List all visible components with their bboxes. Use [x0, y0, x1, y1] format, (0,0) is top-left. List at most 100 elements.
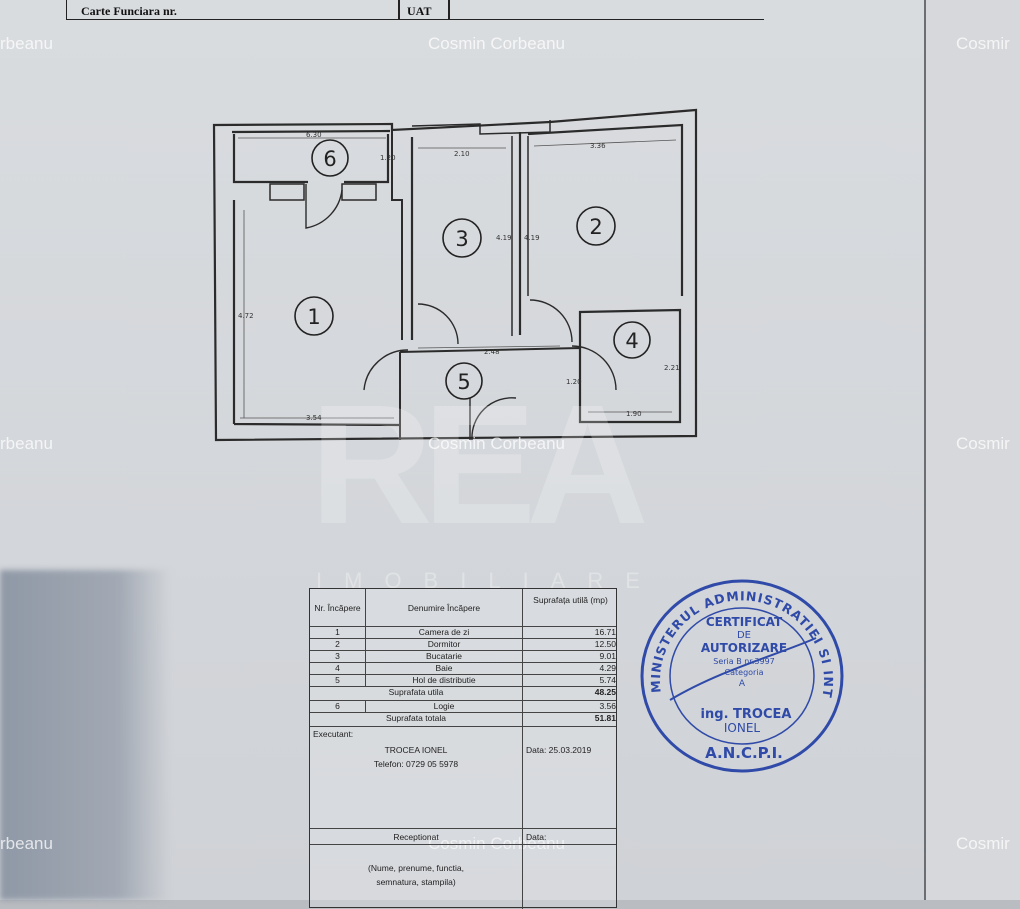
util-label: Suprafata utila: [310, 687, 523, 700]
row-area: 12.50: [594, 639, 616, 649]
room-number-3: 3: [455, 227, 468, 251]
dim-living-width: 3.54: [306, 414, 322, 422]
row-nr: 2: [310, 639, 366, 650]
table-row: 1 Camera de zi 16.71: [310, 627, 616, 639]
dim-hall-width: 2.48: [484, 348, 500, 356]
row-nr: 3: [310, 651, 366, 662]
executant-label: Executant:: [313, 729, 354, 739]
total-value: 51.81: [594, 713, 616, 723]
dim-bedroom-depth: 4.19: [524, 234, 540, 242]
dim-bath-width: 1.90: [626, 410, 642, 418]
loggia-wall: [232, 134, 390, 184]
executant-name: TROCEA IONEL: [384, 745, 448, 755]
total-label: Suprafata totala: [310, 713, 523, 726]
author-watermark-bottom-right: Cosmir: [956, 834, 1010, 853]
receptie-sign-row: (Nume, prenume, functia, semnatura, stam…: [310, 845, 616, 909]
row-name: Bucatarie: [366, 651, 523, 662]
author-watermark-mid-right: Cosmir: [956, 434, 1010, 453]
util-value: 48.25: [594, 687, 616, 697]
room-marker-3: [442, 218, 482, 258]
room-number-4: 4: [625, 329, 638, 353]
receptie-note-line1: (Nume, prenume, functia,: [368, 863, 464, 873]
author-watermark-bottom: Cosmin Corbeanu: [428, 834, 566, 853]
stamp-line7: ing. TROCEA: [701, 707, 792, 722]
author-watermark-top: Cosmin Corbeanu: [428, 34, 566, 53]
row-nr: 1: [310, 627, 366, 638]
executant-row: Executant: TROCEA IONEL Telefon: 0729 05…: [310, 727, 616, 829]
dim-bedroom-width: 3.36: [590, 142, 606, 150]
row-name: Hol de distributie: [366, 675, 523, 686]
author-watermark-top-left: rbeanu: [0, 34, 53, 53]
room-number-5: 5: [457, 370, 470, 394]
door-3: [417, 303, 459, 345]
row-area: 4.29: [599, 663, 616, 673]
shadow-area: [0, 570, 170, 900]
row-nr: 5: [310, 675, 366, 686]
table-row: 2 Dormitor 12.50: [310, 639, 616, 651]
cadastre-header-table: Carte Funciara nr. UAT: [66, 0, 766, 22]
dim-hall-depth: 1.20: [566, 378, 582, 386]
row-name: Camera de zi: [366, 627, 523, 638]
executant-phone: Telefon: 0729 05 5978: [373, 759, 459, 769]
room-marker-1: [294, 296, 334, 336]
receptie-date: Data:: [526, 832, 547, 842]
row-area: 5.74: [599, 675, 616, 685]
stamp-bottom: A.N.C.P.I.: [705, 744, 783, 762]
dim-bath-depth: 2.21: [664, 364, 680, 372]
executant-date: Data: 25.03.2019: [526, 745, 592, 755]
stamp-line2: DE: [737, 630, 751, 641]
stamp-line8: IONEL: [724, 721, 761, 735]
receptie-note: (Nume, prenume, functia, semnatura, stam…: [310, 845, 523, 909]
room-marker-2: [576, 206, 616, 246]
inner-wall-line: [231, 123, 684, 427]
dim-loggia-depth: 1.20: [380, 154, 396, 162]
author-watermark-mid: Cosmin Corbeanu: [428, 434, 566, 453]
loggia-row: 6 Logie 3.56: [310, 701, 616, 713]
room-marker-4: [613, 321, 651, 359]
stamp-line5: Categoria: [725, 668, 764, 677]
receptie-label: Receptionat: [310, 829, 523, 844]
dim-kitchen-width: 2.10: [454, 150, 470, 158]
door-entrance: [469, 397, 517, 441]
room-marker-6: [311, 139, 349, 177]
row-name: Baie: [366, 663, 523, 674]
stamp-line6: A: [739, 679, 746, 689]
uat-cell: UAT: [398, 0, 450, 20]
row-area: 9.01: [599, 651, 616, 661]
carte-funciara-cell: Carte Funciara nr.: [66, 0, 400, 20]
row-name: Dormitor: [366, 639, 523, 650]
uat-value-cell: [448, 0, 764, 20]
executant-cell: Executant: TROCEA IONEL Telefon: 0729 05…: [310, 727, 523, 828]
loggia-name: Logie: [366, 701, 523, 712]
table-header-row: Nr. Încăpere Denumire Încăpere Suprafața…: [310, 589, 616, 627]
door-2: [529, 299, 573, 343]
loggia-area: 3.56: [599, 701, 616, 711]
room-marker-5: [445, 362, 483, 400]
floor-plan: 6.30 2.10 3.36 1.20 4.19 4.19 4.72 2.48 …: [212, 108, 698, 442]
author-watermark-top-right: Cosmir: [956, 34, 1010, 53]
receptie-note-line2: semnatura, stampila): [376, 877, 456, 887]
stamp-line4: Seria B nr.3997: [713, 657, 775, 666]
ancpi-stamp: MINISTERUL ADMINISTRATIEI SI INTERNELOR …: [640, 578, 844, 773]
uat-label: UAT: [407, 4, 432, 18]
author-watermark-bottom-left: rbeanu: [0, 834, 53, 853]
room-number-2: 2: [589, 215, 602, 239]
stamp-line3: AUTORIZARE: [701, 641, 787, 655]
loggia-nr: 6: [310, 701, 366, 712]
room-area-table: Nr. Încăpere Denumire Încăpere Suprafața…: [309, 588, 617, 909]
row-nr: 4: [310, 663, 366, 674]
header-nr: Nr. Încăpere: [310, 589, 366, 626]
row-area: 16.71: [594, 627, 616, 637]
dim-kitchen-depth: 4.19: [496, 234, 512, 242]
door-6: [305, 184, 343, 229]
receptie-row: Receptionat Data:: [310, 829, 616, 845]
table-row: 4 Baie 4.29: [310, 663, 616, 675]
dim-loggia-width: 6.30: [306, 131, 322, 139]
stamp-line1: CERTIFICAT: [706, 615, 783, 629]
room-number-1: 1: [307, 305, 320, 329]
door-1: [363, 349, 409, 391]
table-row: 3 Bucatarie 9.01: [310, 651, 616, 663]
dim-living-depth: 4.72: [238, 312, 254, 320]
header-area: Suprafața utilă (mp): [533, 595, 608, 605]
author-watermark-mid-left: rbeanu: [0, 434, 53, 453]
